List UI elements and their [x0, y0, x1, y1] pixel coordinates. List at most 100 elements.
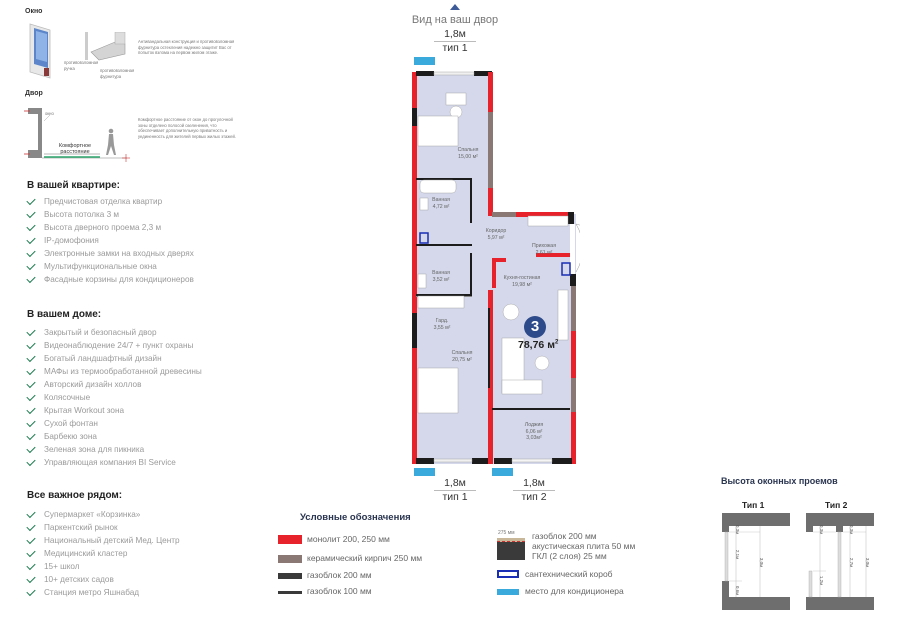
- legend-swatch-plumbing-box: [497, 570, 519, 578]
- bottom-window-2-size: 1,8м: [523, 477, 545, 489]
- type1-diagram: [722, 513, 790, 611]
- fitting-illustration: [85, 31, 127, 62]
- top-window-type: тип 1: [442, 42, 468, 54]
- window-illustration: [28, 22, 68, 80]
- nearby-item: 15+ школ: [0, 560, 180, 573]
- check-icon: [26, 508, 36, 518]
- bottom-window-1-size: 1,8м: [444, 477, 466, 489]
- window-description: Антивандальная конструкция и противовзло…: [138, 39, 235, 56]
- nearby-item: Станция метро Яшнабад: [0, 586, 180, 599]
- ac-place-bottom-1: [414, 468, 435, 476]
- type1-dim-total: 3,0м: [759, 557, 765, 568]
- feature-item: МАФы из термообработанной древесины: [0, 365, 202, 378]
- check-icon: [26, 234, 36, 244]
- apartment-features-title: В вашей квартире:: [27, 180, 121, 191]
- type1-dim-window: 2,1м: [735, 549, 741, 560]
- type2-label: Тип 2: [825, 500, 848, 510]
- feature-item: Сухой фонтан: [0, 417, 202, 430]
- room-label: Гард.3,55 м²: [433, 318, 451, 331]
- legend-label-brick: керамический кирпич 250 мм: [307, 553, 423, 563]
- check-icon: [26, 404, 36, 414]
- window-section-title: Окно: [25, 8, 43, 15]
- legend-swatch-composite: [497, 538, 525, 560]
- check-icon: [26, 547, 36, 557]
- legend-swatch-brick: [278, 555, 302, 563]
- apartment-features-list: Предчистовая отделка квартир Высота пото…: [0, 195, 194, 286]
- type2-dim-window: 2,7м: [849, 557, 855, 568]
- legend-label-plumbing-box: сантехнический короб: [525, 569, 613, 579]
- feature-item: Предчистовая отделка квартир: [0, 195, 194, 208]
- nearby-item: Медицинский кластер: [0, 547, 180, 560]
- check-icon: [26, 260, 36, 270]
- composite-description: газоблок 200 мм акустическая плита 50 мм…: [532, 531, 636, 561]
- check-icon: [26, 391, 36, 401]
- feature-item: Авторский дизайн холлов: [0, 378, 202, 391]
- top-window-divider: [434, 41, 476, 42]
- check-icon: [26, 208, 36, 218]
- legend-label-gasblock-100: газоблок 100 мм: [307, 586, 372, 596]
- nearby-item: Супермаркет «Корзинка»: [0, 508, 180, 521]
- feature-item: IP-домофония: [0, 234, 194, 247]
- check-icon: [26, 326, 36, 336]
- feature-item: Барбекю зона: [0, 430, 202, 443]
- check-icon: [26, 339, 36, 349]
- check-icon: [26, 417, 36, 427]
- feature-item: Мультифункциональные окна: [0, 260, 194, 273]
- check-icon: [26, 534, 36, 544]
- type1-dim-sill: 0,6м: [735, 585, 741, 596]
- feature-item: Видеонаблюдение 24/7 + пункт охраны: [0, 339, 202, 352]
- view-label: Вид на ваш двор: [411, 14, 499, 26]
- yard-callout: окно: [45, 111, 54, 116]
- nearby-list: Супермаркет «Корзинка» Паркентский рынок…: [0, 508, 180, 599]
- window-heights-title: Высота оконных проемов: [721, 476, 838, 486]
- check-icon: [26, 352, 36, 362]
- check-icon: [26, 365, 36, 375]
- feature-item: Фасадные корзины для кондиционеров: [0, 273, 194, 286]
- feature-item: Высота дверного проема 2,3 м: [0, 221, 194, 234]
- bottom-window-2-type: тип 2: [521, 491, 547, 503]
- total-area: 78,76 м2: [518, 339, 559, 351]
- bottom-window-2-divider: [513, 490, 555, 491]
- legend-label-ac: место для кондиционера: [525, 586, 624, 596]
- check-icon: [26, 378, 36, 388]
- window-callout-2: противовзломная фурнитура: [100, 68, 135, 79]
- check-icon: [26, 586, 36, 596]
- feature-item: Закрытый и безопасный двор: [0, 326, 202, 339]
- legend-label-gasblock-200: газоблок 200 мм: [307, 570, 372, 580]
- ac-place-top: [414, 57, 435, 65]
- feature-item: Управляющая компания BI Service: [0, 456, 202, 469]
- legend-swatch-monolith: [278, 535, 302, 544]
- top-window-size: 1,8м: [444, 28, 466, 40]
- feature-item: Колясочные: [0, 391, 202, 404]
- feature-item: Крытая Workout зона: [0, 404, 202, 417]
- feature-item: Богатый ландшафтный дизайн: [0, 352, 202, 365]
- legend-label-monolith: монолит 200, 250 мм: [307, 534, 390, 544]
- building-features-list: Закрытый и безопасный двор Видеонаблюден…: [0, 326, 202, 469]
- type1-label: Тип 1: [742, 500, 765, 510]
- type1-dim-top: 0,3м: [735, 524, 741, 535]
- type2-dim-top-left: 0,3м: [819, 524, 825, 535]
- check-icon: [26, 273, 36, 283]
- feature-item: Электронные замки на входных дверях: [0, 247, 194, 260]
- yard-illustration: [22, 105, 132, 163]
- ac-place-bottom-2: [492, 468, 513, 476]
- view-arrow-icon: [450, 4, 460, 10]
- type2-dim-top-right: 0,3м: [849, 524, 855, 535]
- check-icon: [26, 521, 36, 531]
- check-icon: [26, 195, 36, 205]
- type2-dim-total: 3,0м: [865, 557, 871, 568]
- nearby-item: Паркентский рынок: [0, 521, 180, 534]
- check-icon: [26, 456, 36, 466]
- nearby-item: 10+ детских садов: [0, 573, 180, 586]
- check-icon: [26, 573, 36, 583]
- legend-title: Условные обозначения: [300, 512, 411, 523]
- check-icon: [26, 430, 36, 440]
